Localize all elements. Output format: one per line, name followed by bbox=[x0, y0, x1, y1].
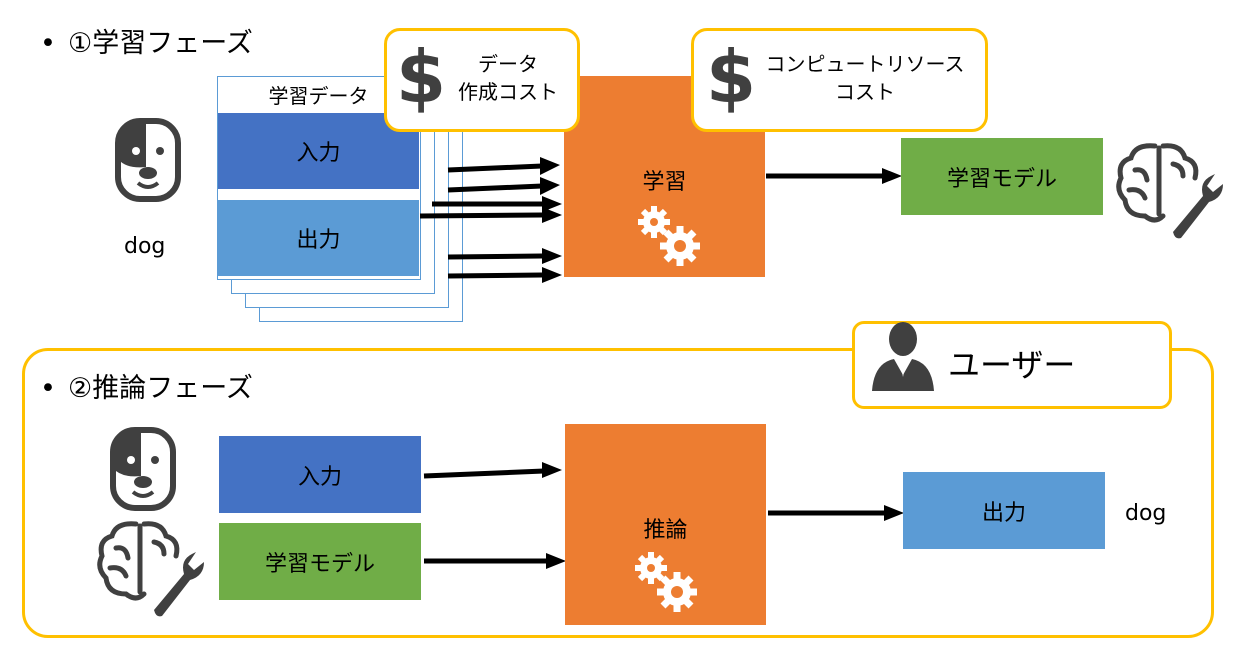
trained-model-box: 学習モデル bbox=[901, 138, 1103, 215]
dollar-icon: $ bbox=[706, 35, 756, 119]
training-phase-heading: •①学習フェーズ bbox=[40, 28, 253, 59]
training-output-box: 出力 bbox=[218, 200, 419, 276]
inference-model-box: 学習モデル bbox=[219, 523, 421, 600]
svg-text:$: $ bbox=[706, 35, 756, 119]
dataset-label: 学習データ bbox=[268, 84, 369, 108]
user-icon bbox=[872, 322, 934, 391]
gears-icon bbox=[635, 552, 697, 612]
arrow-6 bbox=[447, 272, 543, 279]
inference-result-label: dog bbox=[1125, 501, 1167, 526]
dollar-icon: $ bbox=[396, 35, 446, 119]
data-cost-callout bbox=[384, 28, 580, 132]
training-example-label: dog bbox=[124, 234, 166, 259]
arrow-5 bbox=[447, 253, 543, 260]
gears-icon bbox=[638, 206, 700, 266]
dog-icon bbox=[110, 427, 176, 511]
compute-cost-callout bbox=[691, 28, 988, 132]
arrow-1 bbox=[447, 163, 543, 173]
data-cost-text: データ 作成コスト bbox=[458, 52, 558, 104]
compute-cost-text: コンピュートリソース コスト bbox=[765, 52, 965, 104]
arrow-2 bbox=[447, 183, 543, 193]
brain-wrench-icon bbox=[1116, 143, 1223, 239]
user-label: ユーザー bbox=[948, 346, 1076, 384]
inference-phase-heading: •②推論フェーズ bbox=[40, 373, 253, 404]
dog-icon bbox=[115, 118, 181, 202]
arrow-4 bbox=[419, 212, 543, 219]
brain-wrench-icon bbox=[97, 521, 204, 617]
inference-input-box: 入力 bbox=[219, 436, 421, 513]
svg-text:$: $ bbox=[396, 35, 446, 119]
inference-output-box: 出力 bbox=[903, 472, 1105, 549]
training-input-box: 入力 bbox=[218, 113, 419, 189]
